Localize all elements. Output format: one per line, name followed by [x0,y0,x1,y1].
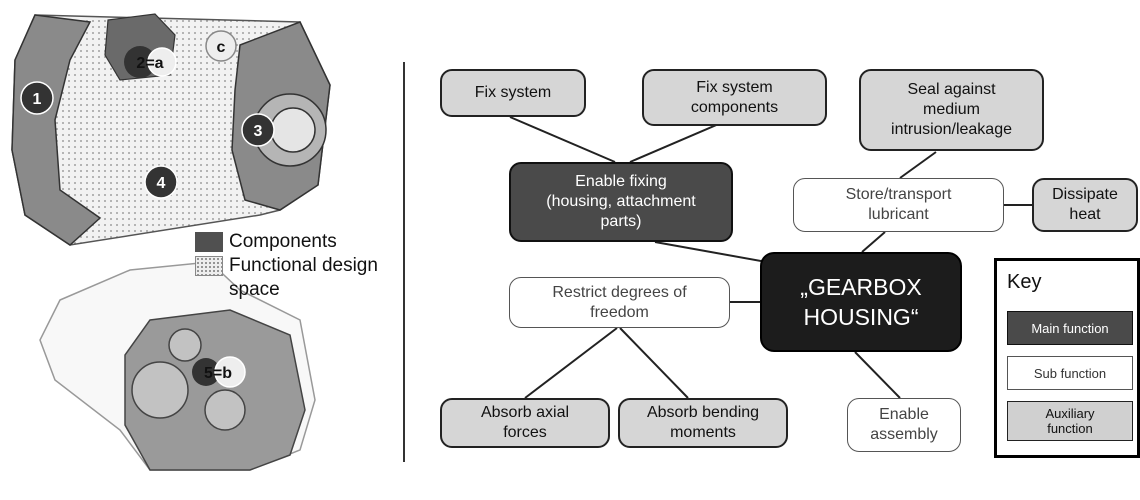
legend-functional-design-space: Functional design space [195,254,378,302]
sub-enable-assembly: Enable assembly [847,398,961,452]
legend-functional-design-space-label: Functional design space [229,255,378,300]
gearbox-illustration: 1 2=a c 3 4 5=b Components [0,0,400,500]
aux-absorb-axial-forces: Absorb axial forces [440,398,610,448]
svg-text:1: 1 [33,91,42,108]
sub-restrict-degrees-of-freedom: Restrict degrees of freedom [509,277,730,328]
edge-seal-store [899,151,937,179]
edge-fixsystem-enablefixing [509,116,616,163]
edge-restrict-bending [619,327,689,399]
svg-text:c: c [217,39,226,56]
key-main-function: Main function [1007,311,1133,345]
marker-5b: 5=b [192,356,246,388]
marker-2a: 2=a [124,46,177,78]
edge-restrict-axial [524,327,618,399]
marker-1: 1 [20,81,54,115]
aux-fix-system-components: Fix system components [642,69,827,126]
edge-core-assembly [854,351,901,399]
key-box: Key Main function Sub function Auxiliary… [994,258,1140,458]
functional-space-swatch [195,256,223,276]
svg-text:3: 3 [254,123,263,140]
legend-components-label: Components [229,231,337,252]
key-sub-function: Sub function [1007,356,1133,390]
svg-text:2=a: 2=a [136,55,163,72]
lower-bore-3 [168,328,202,362]
key-title: Key [1007,271,1042,293]
gearbox-drawing: 1 2=a c 3 4 5=b [11,13,331,471]
sub-store-transport-lubricant: Store/transport lubricant [793,178,1004,232]
aux-fix-system: Fix system [440,69,586,117]
legend-components: Components [195,230,378,254]
svg-text:5=b: 5=b [204,365,232,382]
aux-seal-against-leakage: Seal against medium intrusion/leakage [859,69,1044,151]
vertical-divider [403,62,405,462]
marker-3: 3 [241,113,275,147]
core-gearbox-housing: „GEARBOX HOUSING“ [760,252,962,352]
aux-absorb-bending-moments: Absorb bending moments [618,398,788,448]
lower-bore-2 [204,389,246,431]
svg-text:4: 4 [157,175,166,192]
left-flange-component [11,14,102,246]
edge-store-core [861,231,886,253]
aux-dissipate-heat: Dissipate heat [1032,178,1138,232]
components-swatch [195,232,223,252]
lower-bore-1 [131,361,189,419]
key-auxiliary-function: Auxiliary function [1007,401,1133,441]
figure-legend: Components Functional design space [195,230,378,302]
marker-4: 4 [144,165,178,199]
main-enable-fixing: Enable fixing (housing, attachment parts… [509,162,733,242]
marker-c: c [205,30,237,62]
